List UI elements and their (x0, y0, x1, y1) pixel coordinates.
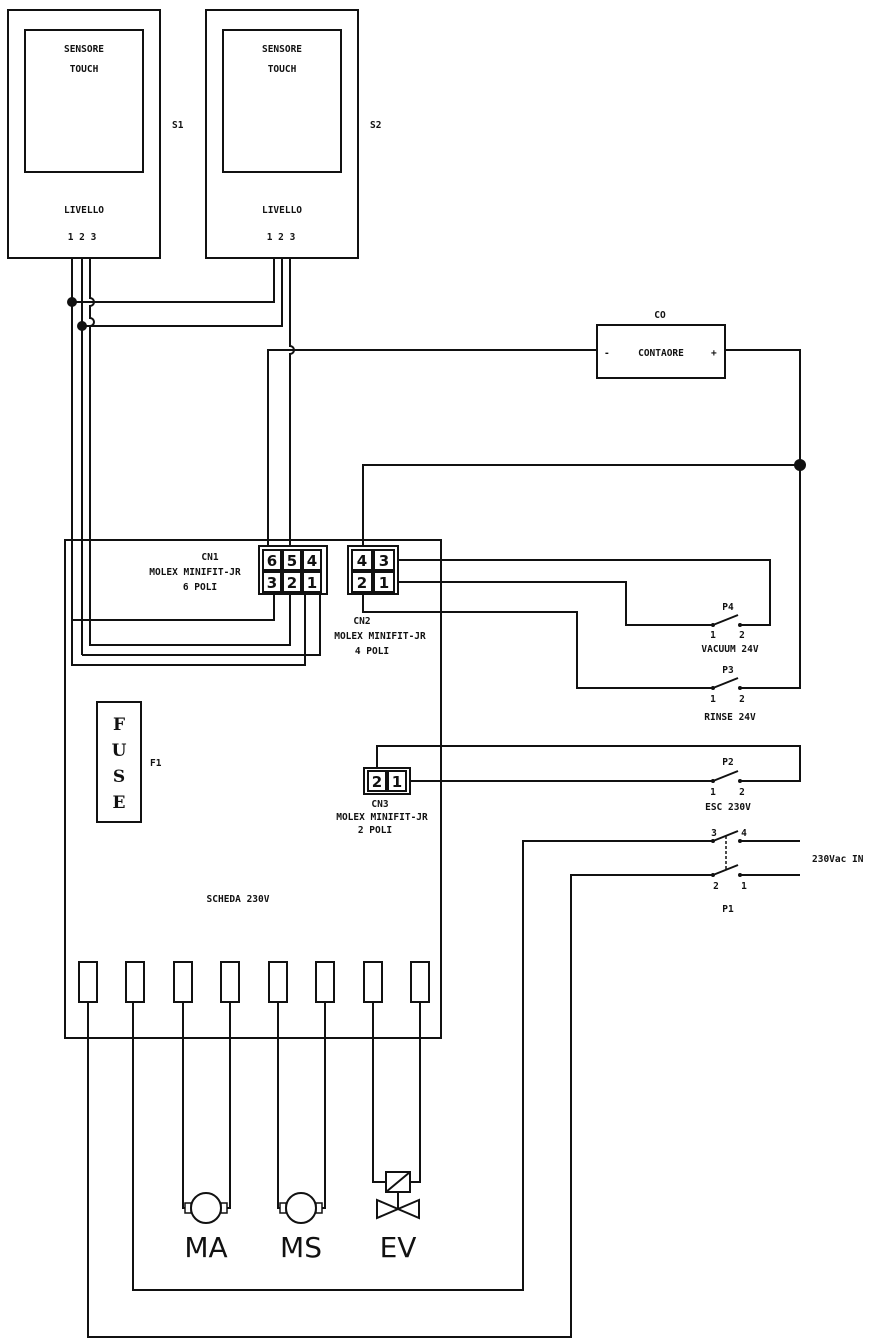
cn1-pin-2: 2 (287, 574, 297, 592)
cn1-pin-6: 6 (267, 552, 277, 570)
output-terminals (78, 961, 430, 1003)
p4-pin-1: 1 (710, 630, 716, 641)
cn3-pin-1: 1 (392, 773, 402, 791)
motor-ma-label: MA (184, 1231, 227, 1264)
switch-p2: P2 1 2 ESC 230V (705, 757, 751, 813)
p2-pin-2: 2 (739, 787, 745, 798)
sensor-s2-pins: 1 2 3 (267, 232, 296, 243)
counter-minus: - (604, 348, 610, 359)
p3-pin-1: 1 (710, 694, 716, 705)
motor-ms-icon (285, 1192, 317, 1224)
junction-dot (67, 297, 77, 307)
cn2-poles: 4 POLI (355, 646, 389, 657)
supply-label: 230Vac IN (812, 854, 864, 865)
cn1-pin-5: 5 (287, 552, 297, 570)
sensor-s2-level-label: LIVELLO (262, 205, 302, 216)
sensor-s2-title-1: SENSORE (262, 44, 302, 55)
cn1-pin-3: 3 (267, 574, 277, 592)
cn3-name: CN3 (371, 799, 388, 810)
sensor-s1-pins: 1 2 3 (68, 232, 97, 243)
cn1-pin-1: 1 (307, 574, 317, 592)
cn1-poles: 6 POLI (183, 582, 217, 593)
switch-p1: 3 4 2 1 P1 230Vac IN (87, 828, 864, 1338)
main-board (64, 539, 442, 1039)
p4-tag: P4 (722, 602, 734, 613)
sensor-s1-title-1: SENSORE (64, 44, 104, 55)
cn2-name: CN2 (353, 616, 370, 627)
cn1-type: MOLEX MINIFIT-JR (149, 567, 241, 578)
fuse-f1: F U S E F1 (96, 701, 162, 823)
p3-pin-2: 2 (739, 694, 745, 705)
fuse-letter-u: U (112, 741, 127, 761)
connector-cn3: 2 1 CN3 MOLEX MINIFIT-JR 2 POLI (336, 745, 801, 836)
cn2-pin-3: 3 (379, 552, 389, 570)
switch-p3: P3 1 2 RINSE 24V (704, 665, 756, 723)
hour-counter: CO CONTAORE - + (362, 310, 806, 689)
cn2-pin-4: 4 (357, 552, 367, 570)
p1-pin-1: 1 (741, 881, 747, 892)
sensor-s1-tag: S1 (172, 120, 184, 131)
fuse-letter-f: F (113, 715, 125, 735)
cn1-name: CN1 (201, 552, 218, 563)
fuse-letter-e: E (113, 793, 126, 813)
switch-p4: P4 1 2 VACUUM 24V (701, 602, 758, 655)
cn3-poles: 2 POLI (358, 825, 392, 836)
valve-ev-label: EV (380, 1231, 417, 1264)
fuse-letter-s: S (113, 767, 125, 787)
p4-pin-2: 2 (739, 630, 745, 641)
p2-label: ESC 230V (705, 802, 751, 813)
motor-ms: MS (277, 1002, 326, 1264)
cn2-type: MOLEX MINIFIT-JR (334, 631, 426, 642)
motor-ma: MA (182, 1002, 231, 1264)
junction-dot (77, 321, 87, 331)
valve-icon (376, 1198, 420, 1220)
sensor-s2-tag: S2 (370, 120, 381, 131)
connector-cn2: 4 3 2 1 CN2 MOLEX MINIFIT-JR 4 POLI (334, 545, 771, 689)
p2-tag: P2 (722, 757, 733, 768)
p3-label: RINSE 24V (704, 712, 756, 723)
cn2-pin-1: 1 (379, 574, 389, 592)
cn3-type: MOLEX MINIFIT-JR (336, 812, 428, 823)
valve-ev: EV (372, 1002, 421, 1264)
counter-label: CONTAORE (638, 348, 684, 359)
motor-ma-icon (190, 1192, 222, 1224)
counter-plus: + (711, 348, 717, 359)
motor-ms-label: MS (280, 1231, 322, 1264)
p4-label: VACUUM 24V (701, 644, 758, 655)
p2-pin-1: 1 (710, 787, 716, 798)
sensor-s1: SENSORE TOUCH LIVELLO 1 2 3 S1 (7, 9, 184, 259)
sensor-s2-title-2: TOUCH (268, 64, 297, 75)
cn2-pin-2: 2 (357, 574, 367, 592)
sensor-wires (67, 258, 598, 666)
counter-tag: CO (654, 310, 666, 321)
sensor-s2: SENSORE TOUCH LIVELLO 1 2 3 S2 (205, 9, 381, 259)
board-label: SCHEDA 230V (207, 894, 270, 905)
p1-tag: P1 (722, 904, 734, 915)
p1-pin-2: 2 (713, 881, 719, 892)
cn3-pin-2: 2 (372, 773, 382, 791)
fuse-tag: F1 (150, 758, 162, 769)
p3-tag: P3 (722, 665, 734, 676)
p1-pin-4: 4 (741, 828, 747, 839)
cn1-pin-4: 4 (307, 552, 317, 570)
sensor-s1-title-2: TOUCH (70, 64, 99, 75)
p1-pin-3: 3 (711, 828, 717, 839)
sensor-s1-level-label: LIVELLO (64, 205, 104, 216)
connector-cn1: CN1 MOLEX MINIFIT-JR 6 POLI 6 5 4 3 2 1 (72, 545, 328, 621)
